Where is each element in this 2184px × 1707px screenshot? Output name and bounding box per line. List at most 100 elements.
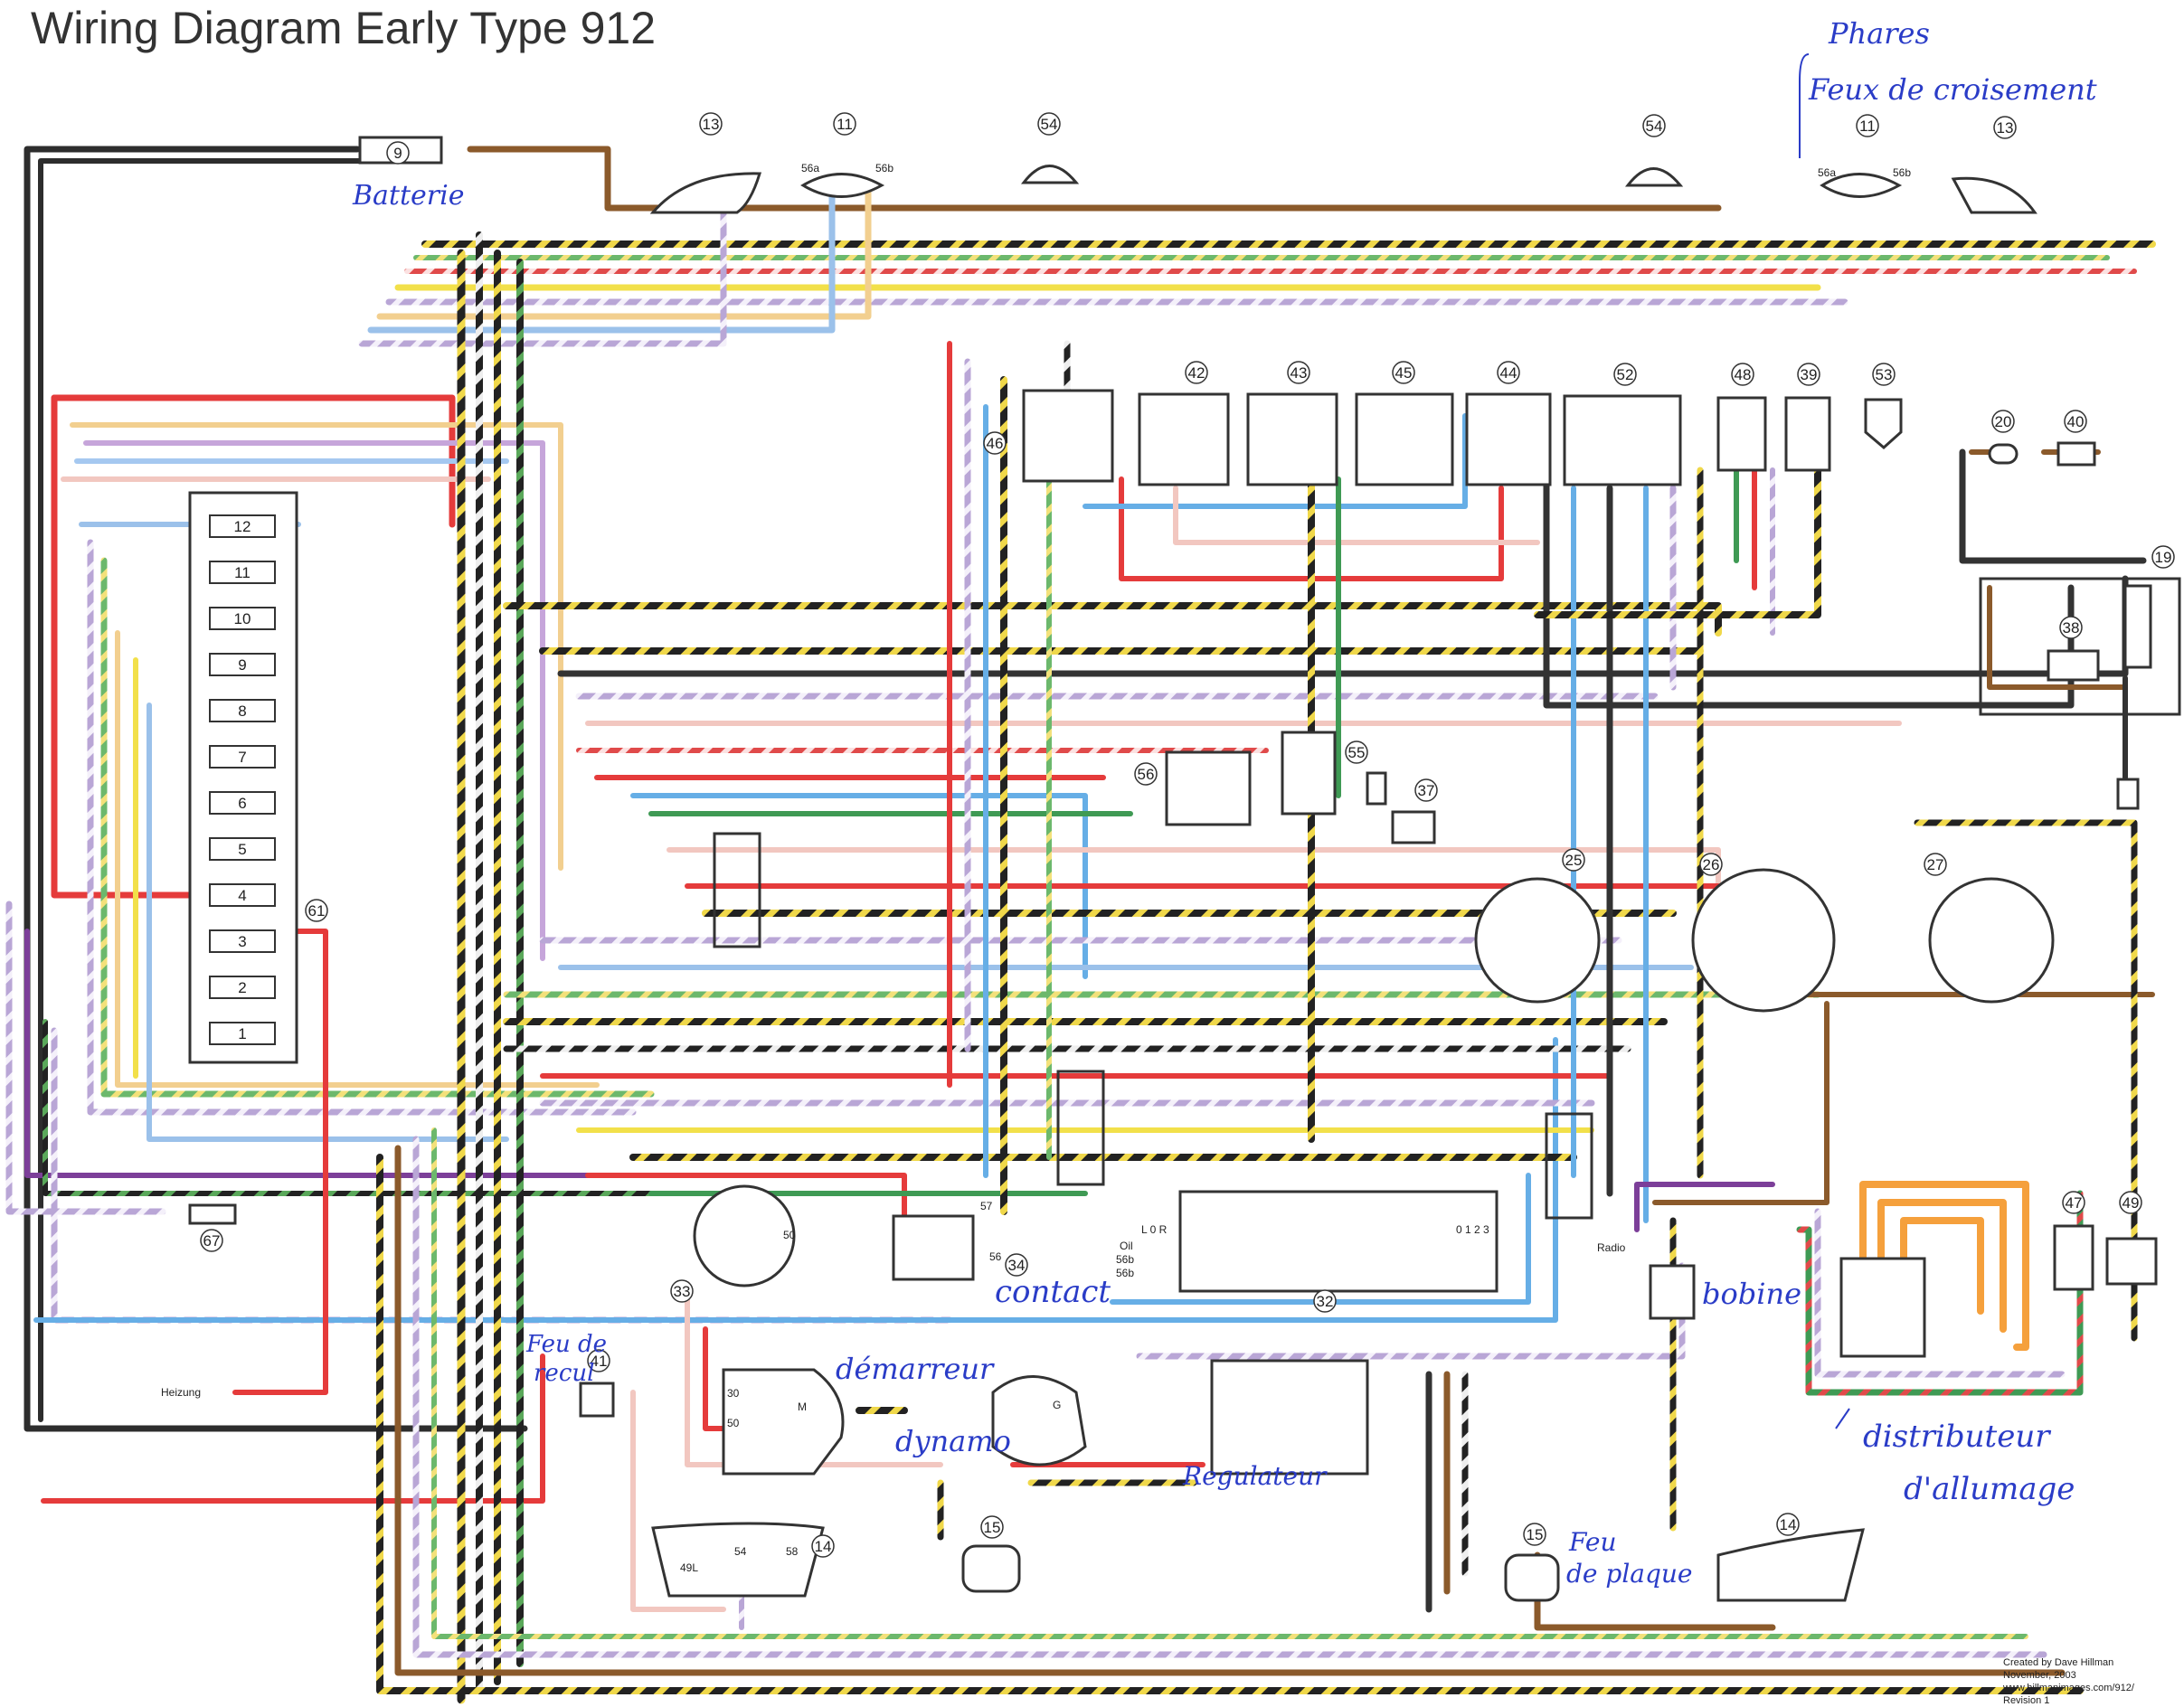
wire bbox=[431, 1127, 2028, 1639]
component-number: 37 bbox=[1418, 782, 1435, 799]
annotation-bracket bbox=[1835, 1408, 1850, 1429]
component-number: 11 bbox=[837, 116, 853, 133]
instrument-panel bbox=[1178, 1190, 1499, 1293]
wire bbox=[1173, 486, 1540, 545]
component-number-badge bbox=[811, 1534, 835, 1558]
wire bbox=[1859, 1181, 2029, 1351]
component-number-badge bbox=[1523, 1523, 1546, 1546]
lamp-housing bbox=[649, 172, 762, 214]
component-number: 20 bbox=[1995, 413, 2012, 430]
fuse-number: 6 bbox=[238, 795, 246, 812]
lamp-housing bbox=[1951, 176, 2037, 214]
fuse-slot bbox=[209, 699, 276, 722]
component-number-badge bbox=[983, 431, 1007, 455]
switch bbox=[1716, 396, 1767, 472]
wire bbox=[1900, 1217, 1984, 1315]
relay bbox=[1138, 392, 1230, 486]
wire bbox=[467, 146, 1722, 212]
wire bbox=[412, 1136, 2047, 1658]
component-number-badge bbox=[670, 1279, 694, 1303]
switch bbox=[2047, 649, 2100, 682]
printed-label: 30 bbox=[727, 1387, 740, 1400]
component-number: 56 bbox=[1138, 766, 1155, 783]
component-number-badge bbox=[1392, 361, 1415, 384]
license-lamp bbox=[1504, 1553, 1560, 1602]
wire bbox=[1796, 1190, 2084, 1396]
printed-label: Radio bbox=[1597, 1241, 1626, 1254]
wire bbox=[394, 1145, 2066, 1676]
printed-label: 0 1 2 3 bbox=[1456, 1223, 1489, 1236]
wire bbox=[147, 703, 509, 1142]
component-number: 54 bbox=[1041, 116, 1058, 133]
dynamo bbox=[991, 1375, 1087, 1467]
component-number-badge bbox=[587, 1349, 610, 1372]
handwritten-note: Feux de croisement bbox=[1808, 72, 2097, 107]
wire bbox=[115, 630, 600, 1088]
component-number-badge bbox=[1993, 116, 2017, 139]
connector-block bbox=[1545, 1112, 1593, 1220]
wire bbox=[70, 422, 563, 871]
handwritten-note: distributeur bbox=[1863, 1419, 2051, 1455]
wire bbox=[1877, 1199, 2007, 1333]
printed-label: L 0 R bbox=[1141, 1223, 1168, 1236]
handwritten-note: recul bbox=[534, 1360, 594, 1387]
relay bbox=[1022, 389, 1114, 483]
lamp bbox=[2123, 584, 2152, 669]
wire bbox=[376, 1154, 2084, 1694]
component-number-badge bbox=[980, 1515, 1004, 1539]
component-number-badge bbox=[2064, 410, 2087, 433]
handwritten-note: Phares bbox=[1828, 16, 1930, 51]
fuse-slot bbox=[209, 837, 276, 861]
component-number: 33 bbox=[674, 1283, 691, 1300]
switch bbox=[1391, 810, 1436, 844]
printed-label: 54 bbox=[734, 1545, 747, 1558]
ignition-switch bbox=[892, 1214, 975, 1281]
component-number-badge bbox=[1134, 762, 1158, 786]
component-number-badge bbox=[833, 112, 856, 136]
wire bbox=[1959, 448, 2147, 564]
component-symbols bbox=[188, 136, 2181, 1602]
wire bbox=[1914, 819, 2138, 1342]
component-number: 19 bbox=[2155, 549, 2172, 566]
fuse-number: 4 bbox=[238, 887, 246, 904]
fuse-slot bbox=[209, 514, 276, 538]
annotation-bracket bbox=[1799, 53, 1810, 158]
printed-label: 56b bbox=[1116, 1253, 1134, 1266]
handwritten-note: Batterie bbox=[352, 180, 465, 212]
fuse bbox=[1366, 771, 1387, 806]
component-number-badge bbox=[1872, 363, 1896, 386]
printed-label: 57 bbox=[980, 1200, 993, 1212]
handwritten-note: d'allumage bbox=[1904, 1471, 2075, 1507]
wire bbox=[1083, 413, 1468, 509]
wire bbox=[232, 929, 328, 1395]
component-number-badge bbox=[1497, 361, 1520, 384]
horn bbox=[1624, 167, 1684, 187]
printed-label: 58 bbox=[786, 1545, 799, 1558]
component-number: 13 bbox=[703, 116, 720, 133]
handwritten-note: dynamo bbox=[895, 1424, 1011, 1458]
printed-label: Oil bbox=[1120, 1240, 1133, 1252]
wire bbox=[1534, 457, 1821, 618]
component-number-badge bbox=[1414, 778, 1438, 802]
component-number-badge bbox=[1005, 1253, 1028, 1277]
printed-label: 56b bbox=[1893, 166, 1911, 179]
switch bbox=[2056, 441, 2096, 467]
fuse-slot bbox=[209, 976, 276, 999]
printed-label: M bbox=[798, 1400, 807, 1413]
component-number-badge bbox=[1797, 363, 1820, 386]
sender bbox=[1864, 398, 1903, 449]
switch bbox=[1784, 396, 1831, 472]
printed-label: 50 bbox=[727, 1417, 740, 1429]
component-number-badge bbox=[1776, 1513, 1800, 1536]
component-number-badge bbox=[1287, 361, 1310, 384]
component-number-badge bbox=[2119, 1191, 2142, 1214]
lamp bbox=[1988, 443, 2019, 465]
fuse bbox=[188, 1203, 237, 1225]
handwritten-note: Feu de bbox=[525, 1331, 607, 1358]
fuse-number: 12 bbox=[234, 518, 251, 535]
component-number: 32 bbox=[1317, 1293, 1334, 1310]
credit-line: Created by Dave Hillman bbox=[2003, 1657, 2114, 1668]
component-number: 40 bbox=[2067, 413, 2085, 430]
